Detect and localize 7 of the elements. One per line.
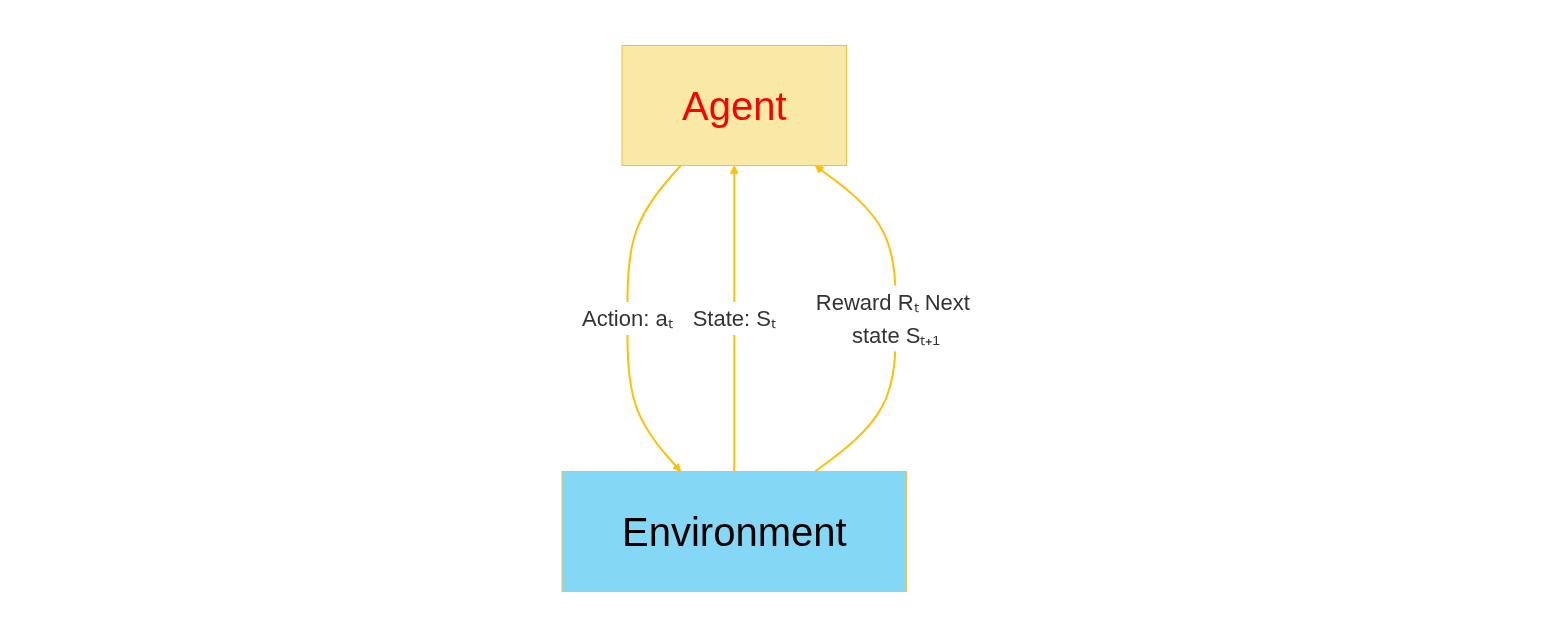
- node-box: Agent: [621, 45, 847, 166]
- edge-label: State: Sₜ: [692, 306, 776, 331]
- edge-label: Reward Rₜ Next state Sₜ₊₁: [815, 289, 970, 348]
- edge-label: Action: aₜ: [581, 306, 673, 331]
- arrow: [729, 165, 739, 473]
- node-box: Environment: [561, 471, 907, 592]
- arrow: [625, 164, 682, 472]
